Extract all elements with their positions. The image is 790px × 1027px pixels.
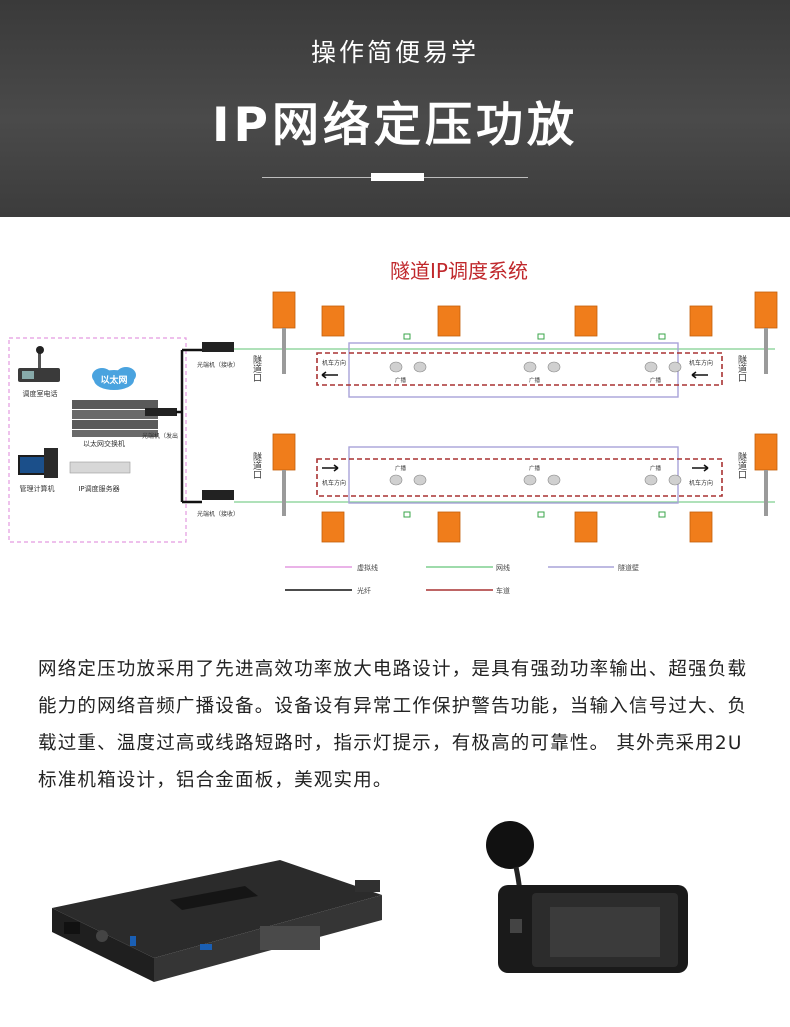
broadcast-label: 广播	[529, 464, 541, 472]
switch-label: 以太网交换机	[83, 439, 125, 448]
car-direction-label: 机车方向	[322, 359, 346, 367]
control-room-box	[8, 337, 187, 543]
transceiver-send-label: 光端机（发出	[142, 432, 178, 440]
transceiver-recv-top-icon	[202, 342, 234, 352]
broadcast-label: 广播	[529, 376, 541, 384]
dispatch-phone-icon	[18, 346, 60, 382]
tunnel-entrance-label: 隧道口	[736, 451, 747, 479]
legend-tunnel-wall: 隧道壁	[618, 563, 639, 572]
divider-right	[424, 177, 528, 178]
transceiver-recv-bottom-label: 光端机（接收）	[197, 510, 239, 518]
system-diagram: 隧道IP调度系统 调度室电话 以太网 以太网交换机 管理计算机 IP调度服务器 …	[8, 259, 778, 595]
tunnel-wall-bottom	[348, 446, 679, 504]
arrow-left-icon	[321, 371, 338, 379]
switch-icon	[72, 400, 158, 437]
emergency-phone-icon	[437, 511, 461, 543]
tunnel-entrance-label: 隧道口	[251, 451, 262, 479]
product-description: 网络定压功放采用了先进高效功率放大电路设计，是具有强劲功率输出、超强负载能力的网…	[38, 659, 748, 791]
server-icon	[69, 461, 131, 474]
emergency-phone-icon	[437, 305, 461, 337]
diagram-title: 隧道IP调度系统	[390, 259, 528, 283]
paging-microphone-photo	[486, 821, 688, 973]
emergency-phone-icon	[574, 305, 598, 337]
transceiver-recv-bottom-icon	[202, 490, 234, 500]
broadcast-label: 广播	[650, 376, 662, 384]
arrow-right-icon	[322, 464, 339, 472]
legend-optical-fiber: 光纤	[357, 586, 371, 595]
junction-marker	[403, 333, 666, 518]
legend-lane: 车道	[496, 586, 510, 595]
page-title: IP网络定压功放	[212, 98, 578, 153]
tunnel-entrance-label: 隧道口	[251, 354, 262, 382]
broadcast-label: 广播	[395, 464, 407, 472]
speaker-icon	[389, 361, 682, 373]
divider-left	[262, 177, 371, 178]
emergency-phone-icon	[321, 305, 345, 337]
ethernet-cloud-icon	[92, 367, 136, 390]
emergency-phone-icon	[574, 511, 598, 543]
ip-server-label: IP调度服务器	[78, 484, 119, 493]
arrow-left-icon	[691, 371, 708, 379]
header-banner: 操作简便易学 IP网络定压功放	[0, 0, 790, 217]
ethernet-label: 以太网	[100, 374, 127, 386]
car-direction-label: 机车方向	[689, 479, 713, 487]
rack-amplifier-photo	[52, 860, 382, 982]
lane-bottom	[316, 458, 723, 497]
car-direction-label: 机车方向	[322, 479, 346, 487]
lane-top	[316, 352, 723, 386]
dispatch-phone-label: 调度室电话	[23, 389, 58, 398]
header-subtitle: 操作简便易学	[310, 38, 479, 67]
car-direction-label: 机车方向	[689, 359, 713, 367]
divider-center	[371, 173, 424, 181]
emergency-phone-icon	[689, 305, 713, 337]
legend-network-line: 网线	[496, 563, 510, 572]
transceiver-send-icon	[145, 408, 177, 416]
transceiver-recv-top-label: 光端机（接收）	[197, 361, 239, 369]
broadcast-label: 广播	[395, 376, 407, 384]
speaker-icon	[389, 474, 682, 486]
pole-phone-icon	[272, 291, 778, 516]
emergency-phone-icon	[689, 511, 713, 543]
broadcast-label: 广播	[650, 464, 662, 472]
arrow-right-icon	[692, 464, 709, 472]
legend-virtual-line: 虚拟线	[357, 563, 378, 572]
management-pc-label: 管理计算机	[20, 484, 55, 493]
tunnel-entrance-label: 隧道口	[736, 354, 747, 382]
computer-icon	[18, 448, 58, 478]
emergency-phone-icon	[321, 511, 345, 543]
